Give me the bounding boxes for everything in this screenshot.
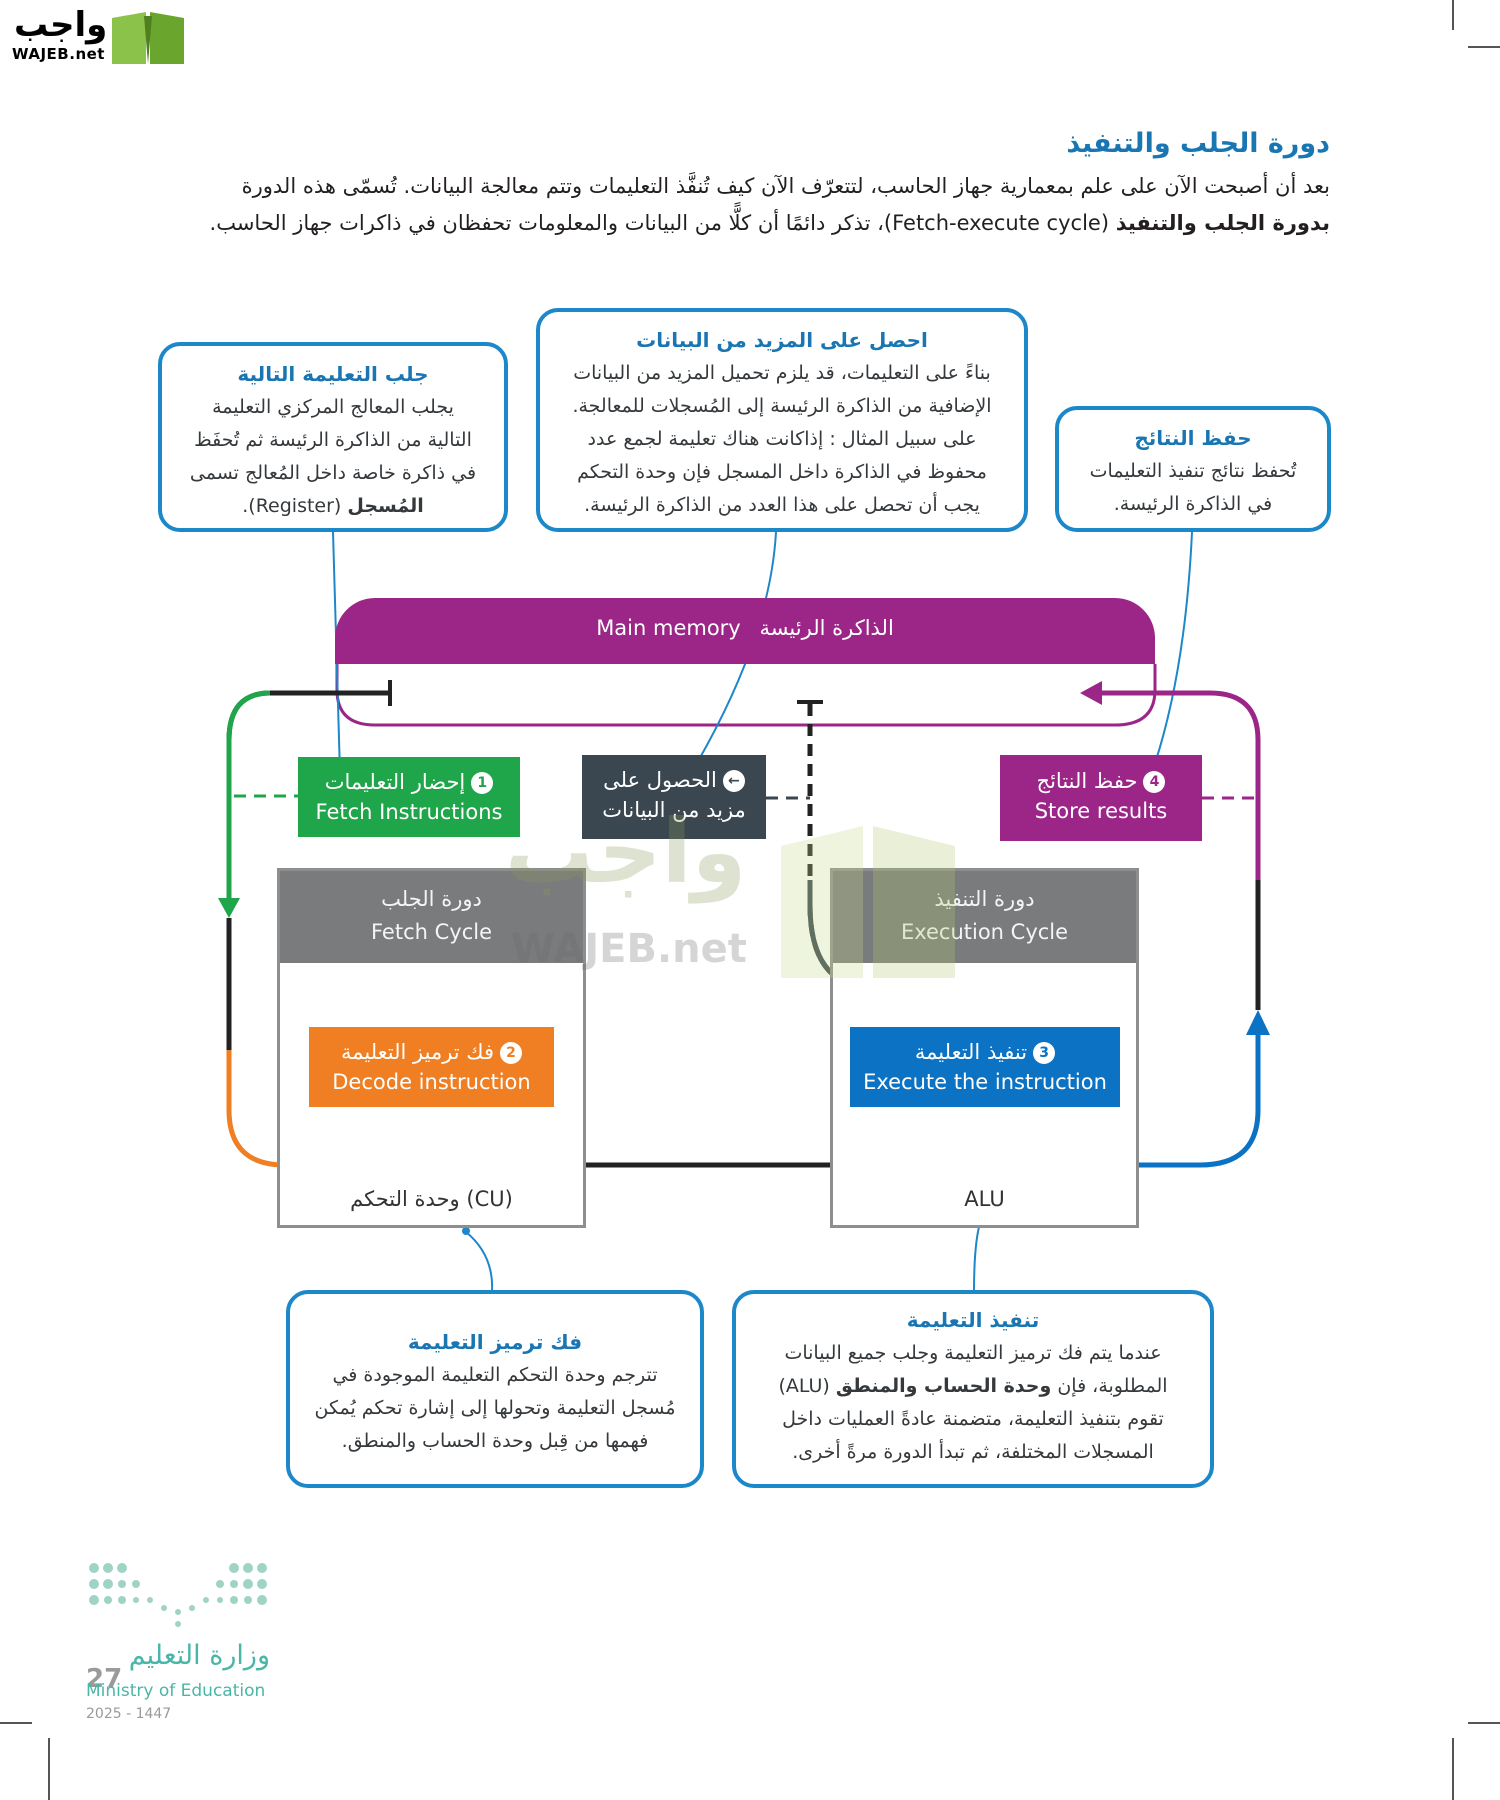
callout-line: المُسجل (Register). xyxy=(176,490,490,523)
execution-cycle-en: Execution Cycle xyxy=(900,920,1069,944)
intro-line-2: بدورة الجلب والتنفيذ (Fetch-execute cycl… xyxy=(140,205,1330,242)
step-store-ar: حفظ النتائج xyxy=(1036,769,1138,793)
fetch-cycle-ar: دورة الجلب xyxy=(381,887,482,911)
section-title: دورة الجلب والتنفيذ xyxy=(1066,128,1330,159)
execution-cycle-header: دورة التنفيذ Execution Cycle xyxy=(833,871,1136,963)
callout-get-more-data: احصل على المزيد من البيانات بناءً على ال… xyxy=(536,308,1028,532)
watermark-ar: واجب xyxy=(505,800,747,903)
callout-line: في الذاكرة الرئيسة. xyxy=(1113,493,1273,515)
callout-title: حفظ النتائج xyxy=(1134,426,1252,450)
page-number: 27 xyxy=(86,1664,123,1694)
execute-line2-pre: المطلوبة، فإن xyxy=(1051,1375,1168,1397)
step-decode-ar-line: 2فك ترميز التعليمة xyxy=(309,1037,554,1067)
fetch-cycle-header: دورة الجلب Fetch Cycle xyxy=(280,871,583,963)
callout-title: تنفيذ التعليمة xyxy=(906,1308,1040,1332)
control-unit-label: وحدة التحكم (CU) xyxy=(350,1187,513,1211)
step-fetch-en: Fetch Instructions xyxy=(315,800,503,824)
callout-line: فهمها من قِبل وحدة الحساب والمنطق. xyxy=(341,1430,649,1452)
callout-line: المطلوبة، فإن وحدة الحساب والمنطق (ALU) xyxy=(750,1370,1196,1403)
callout-line: تُحفظ نتائج تنفيذ التعليمات xyxy=(1089,460,1297,482)
step-store-results: 4حفظ النتائج Store results xyxy=(1000,755,1202,841)
book-icon xyxy=(112,12,184,64)
intro-line-1: بعد أن أصبحت الآن على علم بمعمارية جهاز … xyxy=(241,174,1330,198)
crop-mark xyxy=(0,1722,32,1724)
callout-save-results: حفظ النتائج تُحفظ نتائج تنفيذ التعليمات … xyxy=(1055,406,1331,532)
main-memory-ar: الذاكرة الرئيسة xyxy=(759,616,894,640)
step-decode-instruction: 2فك ترميز التعليمة Decode instruction xyxy=(309,1027,554,1107)
step-execute-ar-line: 3تنفيذ التعليمة xyxy=(850,1037,1120,1067)
step-decode-en: Decode instruction xyxy=(332,1070,531,1094)
callout-execute: تنفيذ التعليمة عندما يتم فك ترميز التعلي… xyxy=(732,1290,1214,1488)
step-execute-instruction: 3تنفيذ التعليمة Execute the instruction xyxy=(850,1027,1120,1107)
watermark-en: WAJEB.net xyxy=(511,926,747,972)
step-execute-en: Execute the instruction xyxy=(863,1070,1107,1094)
crop-mark xyxy=(1468,46,1500,48)
main-memory-en: Main memory xyxy=(596,616,741,640)
crop-mark xyxy=(1452,1738,1454,1800)
watermark-book-icon xyxy=(781,826,955,978)
year: 2025 - 1447 xyxy=(86,1706,172,1722)
main-memory-band: Main memory الذاكرة الرئيسة xyxy=(335,598,1155,664)
crop-mark xyxy=(48,1738,50,1800)
step-get-more-ar-line: ←الحصول على xyxy=(582,765,766,795)
intro-line-2-rest: (Fetch-execute cycle)، تذكر دائمًا أن كل… xyxy=(209,211,1116,235)
step-number-badge: 3 xyxy=(1033,1042,1056,1064)
callout-line: الإضافية من الذاكرة الرئيسة إلى المُسجلا… xyxy=(572,395,992,417)
step-number-badge: 4 xyxy=(1143,771,1166,793)
callout-title: فك ترميز التعليمة xyxy=(407,1330,583,1354)
ministry-logo: وزارة التعليم 27 Ministry of Education 2… xyxy=(86,1558,286,1728)
step-store-ar-line: 4حفظ النتائج xyxy=(1000,766,1202,796)
arrow-left-circle-icon: ← xyxy=(722,770,745,792)
ministry-dots-icon xyxy=(89,1563,267,1627)
callout-line: المسجلات المختلفة، ثم تبدأ الدورة مرةً أ… xyxy=(792,1441,1154,1463)
step-number-badge: 2 xyxy=(500,1042,523,1064)
logo-english-text: WAJEB.net xyxy=(12,45,105,63)
watermark: واجب WAJEB.net xyxy=(505,800,985,1000)
step-fetch-ar-line: 1إحضار التعليمات xyxy=(298,767,520,797)
callout-line: تترجم وحدة التحكم التعليمة الموجودة في xyxy=(332,1364,658,1386)
step-fetch-ar: إحضار التعليمات xyxy=(324,770,466,794)
callout-line: التالية من الذاكرة الرئيسة ثم تُحفَظ xyxy=(194,429,472,451)
callout-line: محفوظ في الذاكرة داخل المسجل فإن وحدة ال… xyxy=(577,461,987,483)
fetch-cycle-en: Fetch Cycle xyxy=(370,920,492,944)
crop-mark xyxy=(1468,1722,1500,1724)
intro-paragraph: بعد أن أصبحت الآن على علم بمعمارية جهاز … xyxy=(140,168,1330,242)
ministry-en: Ministry of Education xyxy=(86,1681,266,1701)
callout-title: جلب التعليمة التالية xyxy=(237,362,429,386)
callout-line: بناءً على التعليمات، قد يلزم تحميل المزي… xyxy=(573,362,991,384)
callout-decode: فك ترميز التعليمة تترجم وحدة التحكم التع… xyxy=(286,1290,704,1488)
register-rest: (Register). xyxy=(242,495,348,517)
step-store-en: Store results xyxy=(1034,799,1168,823)
callout-line: عندما يتم فك ترميز التعليمة وجلب جميع ال… xyxy=(784,1342,1162,1364)
step-execute-ar: تنفيذ التعليمة xyxy=(914,1040,1028,1064)
main-memory-label: Main memory الذاكرة الرئيسة xyxy=(335,616,1155,640)
ministry-ar: وزارة التعليم xyxy=(128,1640,270,1671)
execution-cycle-ar: دورة التنفيذ xyxy=(934,887,1035,911)
execute-line2-post: (ALU) xyxy=(778,1375,836,1397)
callout-title: احصل على المزيد من البيانات xyxy=(636,328,928,352)
callout-line: على سبيل المثال : إذاكانت هناك تعليمة لج… xyxy=(587,428,977,450)
callout-line: يجلب المعالج المركزي التعليمة xyxy=(212,396,454,418)
intro-bold-term: بدورة الجلب والتنفيذ xyxy=(1115,211,1330,235)
step-get-more-ar1: الحصول على xyxy=(603,768,717,792)
register-term: المُسجل xyxy=(347,495,424,517)
callout-line: في ذاكرة خاصة داخل المُعالج تسمى xyxy=(189,462,477,484)
step-number-badge: 1 xyxy=(471,772,494,794)
alu-label: ALU xyxy=(964,1187,1005,1211)
callout-line: مُسجل التعليمة وتحولها إلى إشارة تحكم يُ… xyxy=(314,1397,676,1419)
alu-term: وحدة الحساب والمنطق xyxy=(835,1375,1052,1397)
step-decode-ar: فك ترميز التعليمة xyxy=(340,1040,495,1064)
step-fetch-instructions: 1إحضار التعليمات Fetch Instructions xyxy=(298,757,520,837)
callout-fetch-next: جلب التعليمة التالية يجلب المعالج المركز… xyxy=(158,342,508,532)
crop-mark xyxy=(1452,0,1454,30)
logo-arabic-text: واجب xyxy=(14,5,108,45)
callout-line: يجب أن تحصل على هذا العدد من الذاكرة الر… xyxy=(584,494,980,516)
site-logo: واجب WAJEB.net xyxy=(10,8,190,66)
callout-line: تقوم بتنفيذ التعليمة، متضمنة عادةً العمل… xyxy=(782,1408,1164,1430)
step-get-more-ar2: مزيد من البيانات xyxy=(602,798,746,822)
step-get-more-data: ←الحصول على مزيد من البيانات xyxy=(582,755,766,839)
